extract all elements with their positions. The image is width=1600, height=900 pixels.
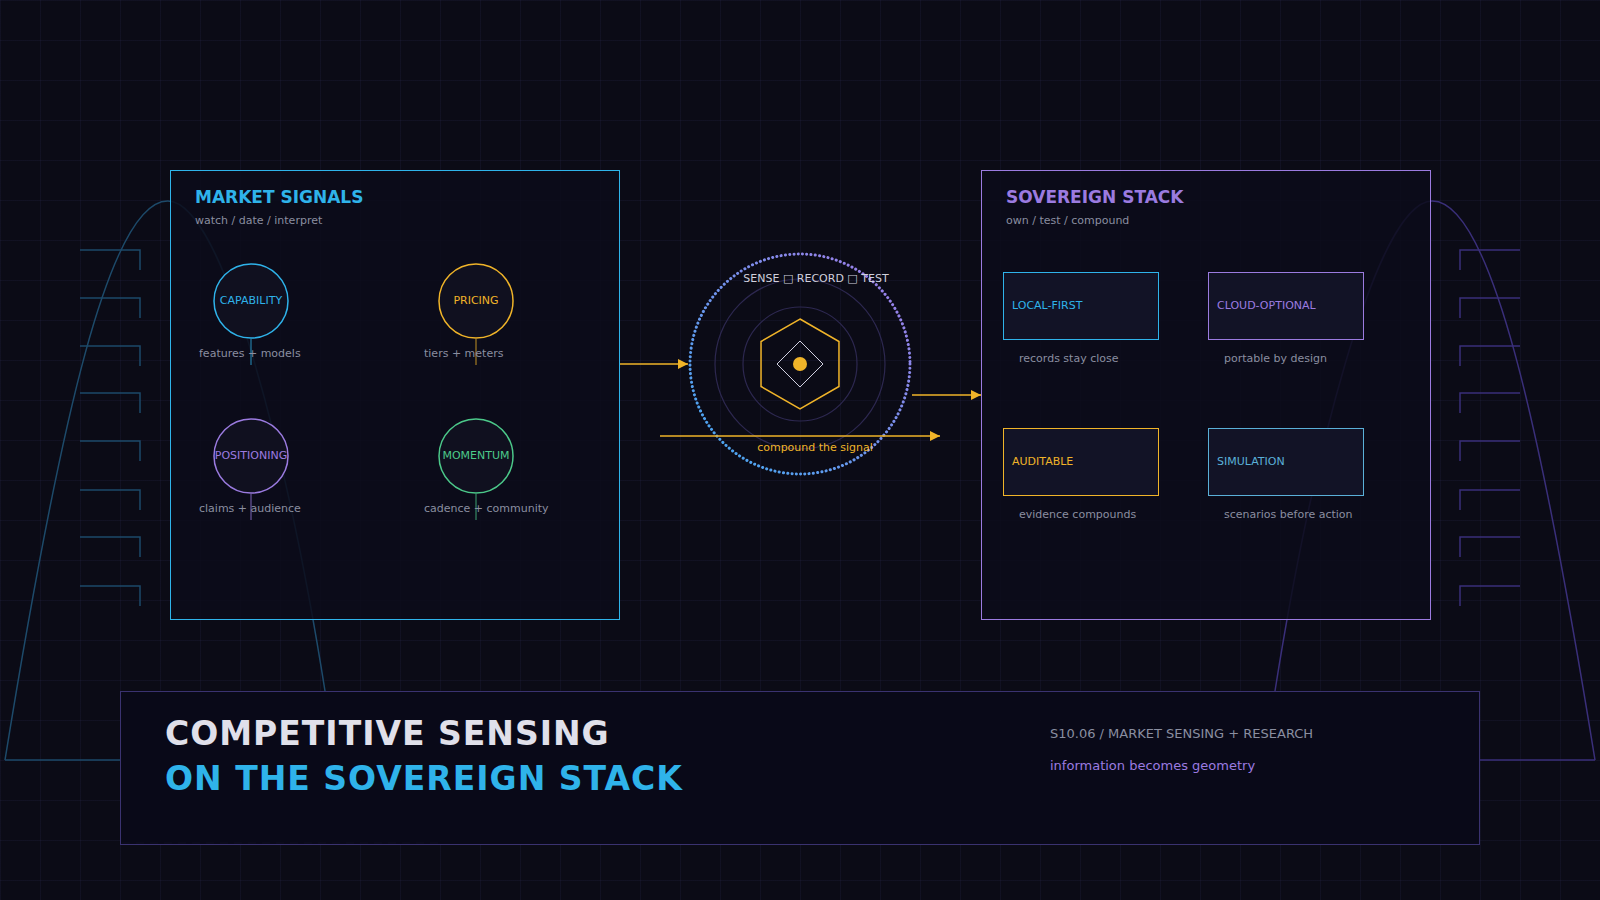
title-band: COMPETITIVE SENSING ON THE SOVEREIGN STAC… bbox=[120, 691, 1480, 845]
hub-circle: SENSE □ RECORD □ TESTcompound the signal bbox=[688, 252, 912, 476]
signal-note: claims + audience bbox=[199, 502, 301, 515]
tick bbox=[80, 298, 140, 318]
hub-core bbox=[793, 357, 807, 371]
signal-node: MOMENTUM cadence + community bbox=[424, 418, 624, 538]
title-line: ON THE SOVEREIGN STACK bbox=[165, 759, 683, 799]
tick bbox=[1460, 393, 1520, 413]
panel-subtitle: own / test / compound bbox=[1006, 214, 1129, 227]
tile-note: records stay close bbox=[1019, 352, 1119, 365]
signal-node: PRICING tiers + meters bbox=[424, 263, 624, 383]
hub-caption: compound the signal bbox=[703, 441, 927, 454]
hub-ring bbox=[715, 279, 885, 449]
principle-box: LOCAL-FIRST records stay close bbox=[1003, 272, 1203, 382]
tile-note: portable by design bbox=[1224, 352, 1327, 365]
signal-ring bbox=[214, 419, 288, 493]
flow-arrow bbox=[660, 435, 940, 437]
signal-ring bbox=[214, 264, 288, 338]
signal-circle bbox=[424, 418, 624, 538]
hub-ring bbox=[743, 307, 857, 421]
hub-hexagon bbox=[761, 319, 839, 409]
section-code: S10.06 / MARKET SENSING + RESEARCH bbox=[1050, 726, 1313, 742]
principle-box: AUDITABLE evidence compounds bbox=[1003, 428, 1203, 538]
tick bbox=[1460, 537, 1520, 557]
right-arch-base bbox=[1480, 759, 1595, 761]
principle-box: CLOUD-OPTIONAL portable by design bbox=[1208, 272, 1408, 382]
signal-circle bbox=[424, 263, 624, 383]
group-panel: MARKET SIGNALS watch / date / interpretCA… bbox=[170, 170, 620, 620]
left-arch bbox=[5, 201, 325, 760]
tick bbox=[80, 346, 140, 366]
tick bbox=[80, 490, 140, 510]
tagline: information becomes geometry bbox=[1050, 758, 1255, 774]
signal-circle bbox=[199, 263, 399, 383]
signal-node: POSITIONING claims + audience bbox=[199, 418, 399, 538]
signal-name: PRICING bbox=[438, 263, 514, 339]
tick bbox=[1460, 490, 1520, 510]
tick bbox=[80, 441, 140, 461]
flow-connector bbox=[912, 394, 981, 396]
signal-name: POSITIONING bbox=[213, 418, 289, 494]
signal-name: CAPABILITY bbox=[213, 263, 289, 339]
signal-note: tiers + meters bbox=[424, 347, 503, 360]
right-ticks bbox=[1460, 250, 1520, 606]
signal-ring bbox=[439, 419, 513, 493]
panel-subtitle: watch / date / interpret bbox=[195, 214, 322, 227]
cycle-label: SENSE □ RECORD □ TEST bbox=[704, 272, 928, 285]
signal-node: CAPABILITY features + models bbox=[199, 263, 399, 383]
flow-connector bbox=[620, 363, 688, 365]
signal-ring bbox=[439, 264, 513, 338]
principle-box: SIMULATION scenarios before action bbox=[1208, 428, 1408, 538]
signal-note: features + models bbox=[199, 347, 301, 360]
tick bbox=[1460, 586, 1520, 606]
signal-name: MOMENTUM bbox=[438, 418, 514, 494]
left-arch-base bbox=[5, 759, 120, 761]
tick bbox=[1460, 441, 1520, 461]
tile-name: SIMULATION bbox=[1208, 428, 1364, 496]
panel-title: SOVEREIGN STACK bbox=[1006, 187, 1183, 207]
tile-name: AUDITABLE bbox=[1003, 428, 1159, 496]
group-panel: SOVEREIGN STACK own / test / compoundLOCA… bbox=[981, 170, 1431, 620]
tick bbox=[80, 586, 140, 606]
tile-name: LOCAL-FIRST bbox=[1003, 272, 1159, 340]
left-ticks bbox=[80, 250, 140, 606]
tile-note: evidence compounds bbox=[1019, 508, 1136, 521]
tick bbox=[80, 250, 140, 270]
tile-note: scenarios before action bbox=[1224, 508, 1353, 521]
signal-circle bbox=[199, 418, 399, 538]
tick bbox=[80, 537, 140, 557]
title-line: COMPETITIVE SENSING bbox=[165, 714, 610, 754]
tick bbox=[1460, 346, 1520, 366]
tile-name: CLOUD-OPTIONAL bbox=[1208, 272, 1364, 340]
panel-title: MARKET SIGNALS bbox=[195, 187, 363, 207]
tick bbox=[1460, 250, 1520, 270]
signal-note: cadence + community bbox=[424, 502, 549, 515]
tick bbox=[1460, 298, 1520, 318]
tick bbox=[80, 393, 140, 413]
hub-diamond bbox=[777, 341, 823, 387]
